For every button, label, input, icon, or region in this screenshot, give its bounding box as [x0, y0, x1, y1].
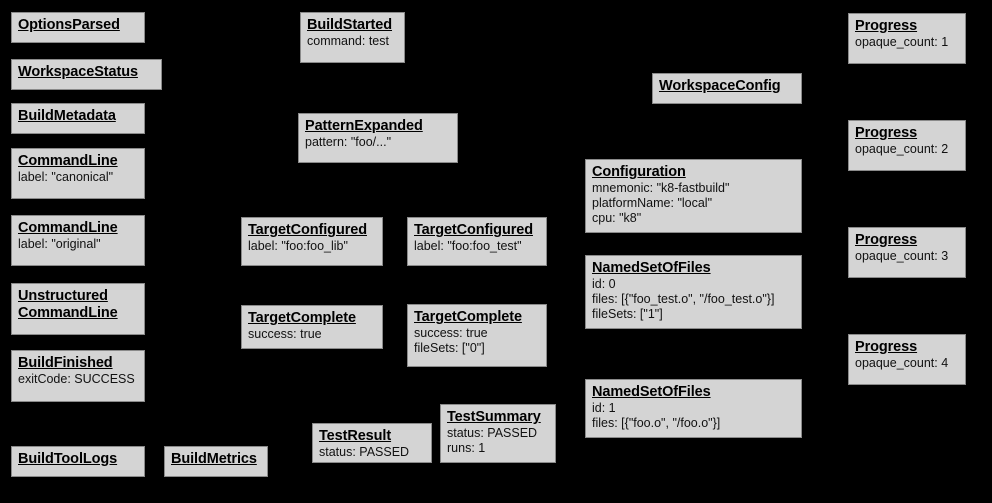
event-node-fields: success: true [248, 327, 376, 342]
event-node-title: TargetConfigured [248, 222, 367, 238]
event-node-field: opaque_count: 2 [855, 142, 949, 156]
event-node-build-tool-logs[interactable]: BuildToolLogs [11, 446, 145, 477]
event-node-field: status: PASSED [319, 445, 410, 459]
event-node-field: success: true [248, 327, 322, 341]
event-node-build-metrics[interactable]: BuildMetrics [164, 446, 268, 477]
event-node-title: Progress [855, 339, 918, 355]
event-node-fields: label: "foo:foo_lib" [248, 239, 376, 254]
event-node-title: CommandLine [18, 153, 118, 169]
event-node-title: BuildToolLogs [18, 451, 118, 467]
event-node-title: WorkspaceStatus [18, 64, 138, 80]
event-node-fields: label: "original" [18, 237, 138, 252]
event-node-title: TestSummary [447, 409, 541, 425]
event-node-field: status: PASSED [447, 426, 538, 440]
event-node-fields: command: test [307, 34, 398, 49]
event-node-workspace-config[interactable]: WorkspaceConfig [652, 73, 802, 104]
event-node-title: BuildMetadata [18, 108, 116, 124]
event-node-build-metadata[interactable]: BuildMetadata [11, 103, 145, 134]
event-node-field: opaque_count: 4 [855, 356, 949, 370]
event-node-field: label: "foo:foo_test" [414, 239, 522, 253]
event-node-title: TargetComplete [248, 310, 356, 326]
event-node-field: fileSets: ["0"] [414, 341, 485, 355]
event-node-field: id: 0 [592, 277, 616, 291]
event-node-title: CommandLine [18, 220, 118, 236]
event-node-fields: pattern: "foo/..." [305, 135, 451, 150]
event-node-title: NamedSetOfFiles [592, 384, 711, 400]
event-node-field: mnemonic: "k8-fastbuild" [592, 181, 730, 195]
event-node-fields: status: PASSED [319, 445, 425, 460]
event-node-fields: exitCode: SUCCESS [18, 372, 138, 387]
event-node-field: cpu: "k8" [592, 211, 642, 225]
event-node-unstructured-command-line[interactable]: Unstructured CommandLine [11, 283, 145, 335]
event-node-fields: opaque_count: 2 [855, 142, 959, 157]
event-node-field: exitCode: SUCCESS [18, 372, 135, 386]
event-node-field: label: "foo:foo_lib" [248, 239, 348, 253]
event-node-fields: opaque_count: 3 [855, 249, 959, 264]
event-node-title: TargetConfigured [414, 222, 533, 238]
event-node-title: BuildStarted [307, 17, 393, 33]
event-node-workspace-status[interactable]: WorkspaceStatus [11, 59, 162, 90]
event-node-title: NamedSetOfFiles [592, 260, 711, 276]
event-node-options-parsed[interactable]: OptionsParsed [11, 12, 145, 43]
event-node-field: platformName: "local" [592, 196, 713, 210]
event-node-field: files: [{"foo_test.o", "/foo_test.o"}] [592, 292, 775, 306]
event-node-fields: label: "canonical" [18, 170, 138, 185]
event-node-field: command: test [307, 34, 389, 48]
event-node-title: BuildMetrics [171, 451, 257, 467]
event-node-field: pattern: "foo/..." [305, 135, 392, 149]
event-node-title: PatternExpanded [305, 118, 423, 134]
event-node-field: opaque_count: 1 [855, 35, 949, 49]
event-node-field: label: "original" [18, 237, 101, 251]
event-node-field: runs: 1 [447, 441, 486, 455]
event-node-fields: label: "foo:foo_test" [414, 239, 540, 254]
event-node-title: TestResult [319, 428, 392, 444]
event-node-fields: opaque_count: 4 [855, 356, 959, 371]
event-node-title: BuildFinished [18, 355, 113, 371]
event-node-title: OptionsParsed [18, 17, 120, 33]
event-node-field: label: "canonical" [18, 170, 114, 184]
event-node-fields: mnemonic: "k8-fastbuild"platformName: "l… [592, 181, 795, 226]
event-node-title: Configuration [592, 164, 686, 180]
event-node-field: fileSets: ["1"] [592, 307, 663, 321]
event-node-title: Unstructured CommandLine [18, 288, 118, 321]
event-node-title: WorkspaceConfig [659, 78, 781, 94]
event-node-title: TargetComplete [414, 309, 522, 325]
event-node-field: success: true [414, 326, 488, 340]
event-node-title: Progress [855, 18, 918, 34]
event-node-title: Progress [855, 125, 918, 141]
event-node-field: opaque_count: 3 [855, 249, 949, 263]
event-node-title: Progress [855, 232, 918, 248]
event-node-field: id: 1 [592, 401, 616, 415]
event-node-fields: opaque_count: 1 [855, 35, 959, 50]
event-node-field: files: [{"foo.o", "/foo.o"}] [592, 416, 721, 430]
